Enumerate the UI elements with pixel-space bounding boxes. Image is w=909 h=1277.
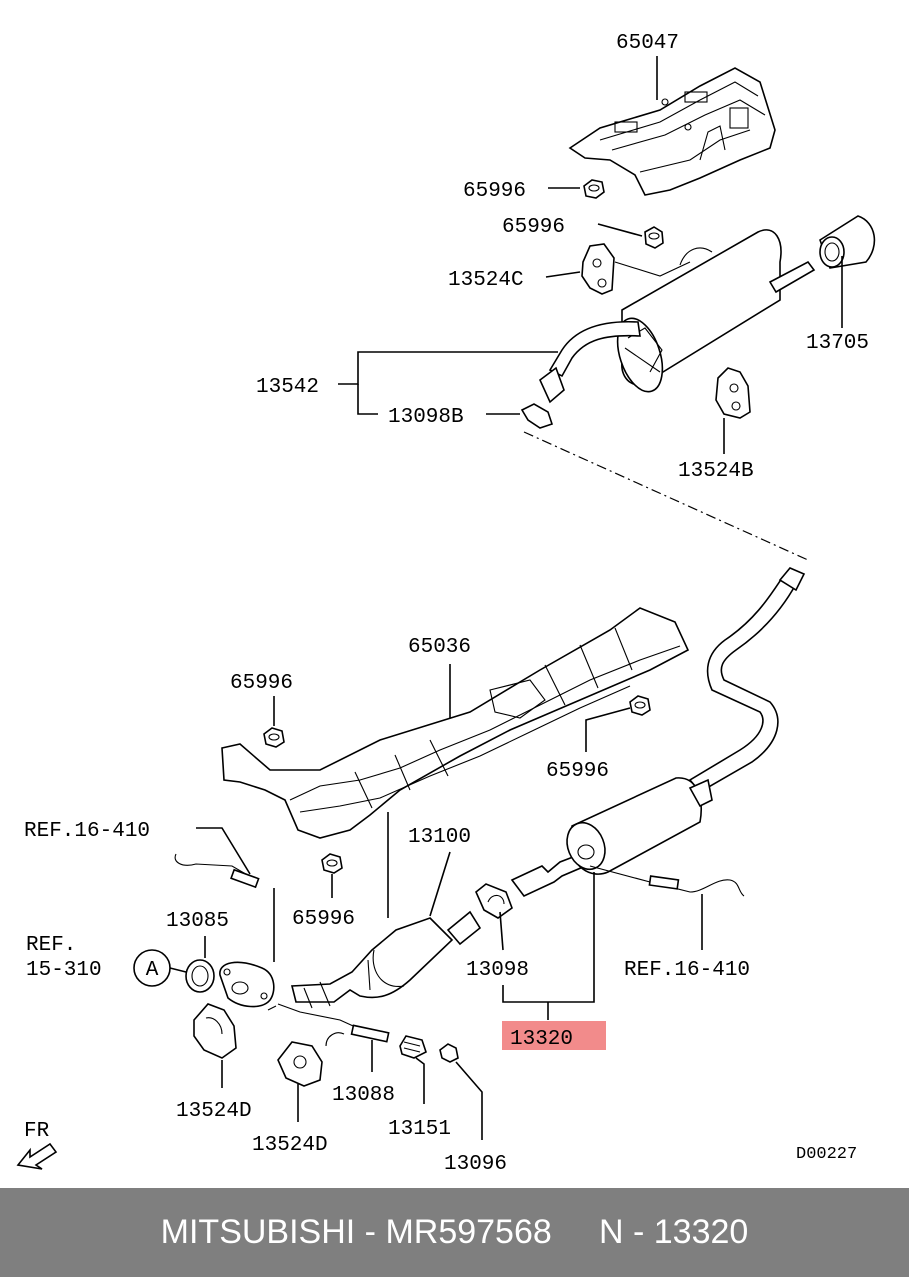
label-13098: 13098 <box>466 959 529 982</box>
label-65996-e: 65996 <box>292 908 355 931</box>
label-13100: 13100 <box>408 826 471 849</box>
hanger-13524c <box>581 243 615 295</box>
label-13151: 13151 <box>388 1118 451 1141</box>
label-diagram-code: D00227 <box>796 1145 857 1164</box>
label-13524d-b: 13524D <box>252 1134 328 1157</box>
label-65996-a: 65996 <box>463 180 526 203</box>
label-circle-a: A <box>146 959 159 982</box>
label-ref-16-410-left: REF.16-410 <box>24 820 150 843</box>
nut-65996-lower-bottom <box>321 853 343 874</box>
label-13705: 13705 <box>806 332 869 355</box>
center-muffler-13320 <box>510 777 713 897</box>
footer-part-text: MITSUBISHI - MR597568 N - 13320 <box>160 1213 749 1251</box>
front-pipe-catalyst-13100 <box>290 910 482 1009</box>
front-arrow-icon <box>16 1142 58 1170</box>
label-13524b: 13524B <box>678 460 754 483</box>
label-ref-15-310-line2: 15-310 <box>26 959 102 982</box>
main-muffler-13542 <box>539 229 816 404</box>
heat-shield-65047 <box>568 67 776 196</box>
nut-65996-lower-left <box>263 727 285 748</box>
clamp-13098 <box>475 883 513 919</box>
clamp-13098b <box>520 403 554 429</box>
label-13320: 13320 <box>510 1028 573 1051</box>
label-ref-16-410-right: REF.16-410 <box>624 959 750 982</box>
reference-circle-a <box>133 949 171 987</box>
hanger-13524d-a <box>193 1003 237 1059</box>
exhaust-parts-diagram: 65047 65996 65996 13524C 13705 13542 130… <box>16 32 876 1176</box>
label-65996-d: 65996 <box>546 760 609 783</box>
part-footer-bar: MITSUBISHI - MR597568 N - 13320 <box>0 1188 909 1277</box>
spring-13151 <box>399 1035 427 1059</box>
tail-pipe-13705 <box>819 215 876 269</box>
label-65996-c: 65996 <box>230 672 293 695</box>
label-13524c: 13524C <box>448 269 524 292</box>
nut-65996-upper-a <box>583 179 605 199</box>
center-pipe <box>688 567 806 794</box>
hanger-13524d-b <box>277 1041 323 1087</box>
label-13085: 13085 <box>166 910 229 933</box>
label-13098b: 13098B <box>388 406 464 429</box>
gasket-13085 <box>185 959 215 993</box>
label-65036: 65036 <box>408 636 471 659</box>
label-fr: FR <box>24 1120 50 1143</box>
label-13524d-a: 13524D <box>176 1100 252 1123</box>
label-13088: 13088 <box>332 1084 395 1107</box>
highlighted-part-box <box>502 1021 606 1050</box>
heat-shield-65036 <box>221 607 690 839</box>
front-flange <box>219 961 275 1008</box>
bolt-13088 <box>350 1024 390 1043</box>
nut-65996-upper-b <box>644 226 664 249</box>
label-ref-15-310-line1: REF. <box>26 934 76 957</box>
hanger-13524b <box>715 367 751 419</box>
leader-lines <box>169 56 843 1140</box>
nut-65996-lower-right <box>629 695 651 716</box>
label-13096: 13096 <box>444 1153 507 1176</box>
nut-13096 <box>439 1043 459 1063</box>
label-13542: 13542 <box>256 376 319 399</box>
label-65047: 65047 <box>616 32 679 55</box>
label-65996-b: 65996 <box>502 216 565 239</box>
